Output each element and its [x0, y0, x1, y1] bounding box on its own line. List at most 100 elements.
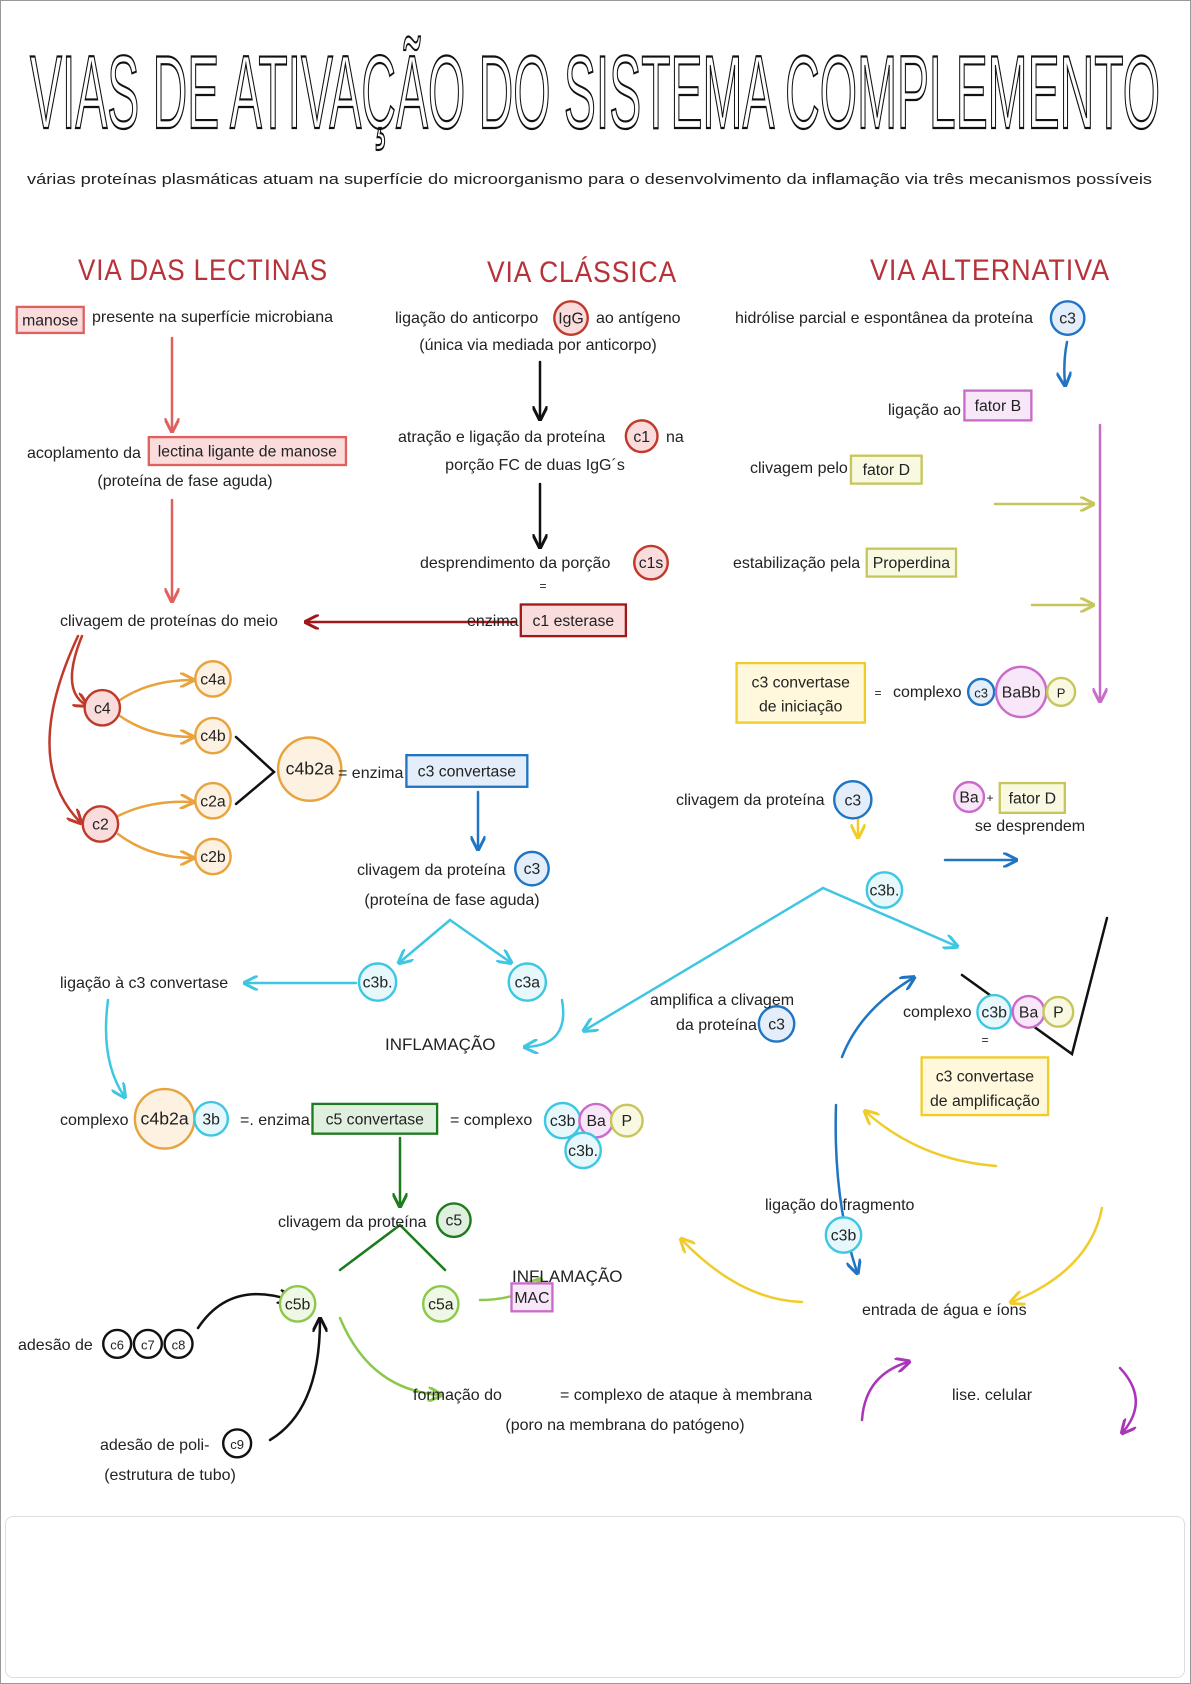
circle-fragmento-c3b: c3b: [824, 1216, 863, 1254]
circle-complex2-p: P: [1042, 995, 1075, 1028]
box-c3-convertase-amplificacao: c3 convertase de amplificação: [920, 1056, 1050, 1117]
text-inflamacao-2: INFLAMAÇÃO: [512, 1267, 623, 1286]
circle-c5: c5: [435, 1202, 472, 1239]
circle-iniciacao-c3-label: c3: [974, 686, 988, 701]
box-c3-convertase-amplificacao-line1: c3 convertase: [936, 1069, 1035, 1086]
box-c3-convertase-label: c3 convertase: [418, 764, 517, 781]
circle-c3-classica: c3: [514, 850, 550, 887]
circle-complex2-p-label: P: [1053, 1004, 1064, 1021]
text-manose-presente: presente na superfície microbiana: [92, 309, 333, 326]
circle-c3b-alt-label: c3b.: [870, 883, 900, 900]
text-amplifica-1: amplifica a clivagem: [650, 992, 794, 1009]
circle-c7-label: c7: [141, 1337, 155, 1352]
arrow-split-to-c3a: [585, 886, 825, 1030]
arrows-layer: [48, 336, 1137, 1442]
text-se-desprendem: se desprendem: [975, 818, 1085, 835]
text-complexo-amp: complexo: [903, 1004, 972, 1021]
circle-iniciacao-p-label: P: [1057, 686, 1066, 701]
header-via-alternativa: VIA ALTERNATIVA: [870, 254, 1110, 287]
box-c5-convertase-label: c5 convertase: [326, 1111, 425, 1128]
arrow-fragmento-to-complexo: [682, 1240, 804, 1304]
text-eq-amp: =: [981, 1033, 988, 1047]
arrow-c5b-to-mac: [338, 1316, 440, 1395]
circle-c9: c9: [221, 1428, 253, 1459]
circle-complex-c3b-2-label: c3b.: [568, 1143, 598, 1160]
circle-c2: c2: [81, 805, 120, 843]
arrow-c678-to-c5b: [196, 1294, 290, 1330]
text-poro: (poro na membrana do patógeno): [505, 1417, 744, 1434]
box-fator-d: fator D: [849, 454, 923, 485]
arrow-amplificacao-to-c3: [866, 1112, 998, 1168]
text-eq-iniciacao: =: [874, 686, 881, 700]
text-eq-complexo: = complexo: [450, 1112, 532, 1129]
circle-c4b2a-label: c4b2a: [286, 759, 334, 779]
text-amplifica-2: da proteína: [676, 1017, 757, 1034]
circle-group: IgGc1c1sc4c2c4ac4bc2ac2bc4b2ac3c3b.c3ac4…: [81, 300, 1086, 1459]
text-mac-definicao: = complexo de ataque à membrana: [560, 1387, 812, 1404]
text-fase-aguda-2: (proteína de fase aguda): [364, 892, 539, 909]
circle-c3b-alt: c3b.: [865, 871, 904, 909]
circle-c4b-label: c4b: [200, 728, 226, 745]
bottom-panel: [5, 1516, 1185, 1678]
circle-c1s: c1s: [633, 544, 669, 581]
text-porcao-fc: porção FC de duas IgG´s: [445, 457, 625, 474]
arrow-split-to-c3b: [821, 886, 956, 946]
box-manose: manose: [15, 305, 85, 335]
circle-complex-c3b: c3b: [543, 1101, 582, 1140]
circle-complex2-c3b-label: c3b: [981, 1004, 1007, 1021]
box-manose-label: manose: [22, 313, 78, 330]
text-plus: +: [986, 791, 993, 805]
circle-c4a-label: c4a: [200, 671, 226, 688]
circle-iniciacao-babb: BaBb: [994, 665, 1048, 719]
text-estrutura-tubo: (estrutura de tubo): [104, 1467, 236, 1484]
circle-complex-c3b-2: c3b.: [564, 1131, 602, 1170]
circle-c6: c6: [102, 1328, 133, 1360]
circle-c8-label: c8: [172, 1337, 186, 1352]
text-fase-aguda: (proteína de fase aguda): [97, 473, 272, 490]
circle-c6-label: c6: [110, 1337, 124, 1352]
circle-c5b: c5b: [278, 1284, 317, 1323]
text-enzima-esterase: enzima: [467, 613, 519, 630]
labels-layer: presente na superfície microbiana acoplam…: [18, 309, 1085, 1484]
arrow-c3-to-c3a: [448, 918, 510, 962]
circle-c4: c4: [83, 688, 122, 727]
arrow-amplificacao-to-fragmento: [1012, 1206, 1104, 1302]
box-fator-b: fator B: [963, 389, 1033, 422]
circle-c3a-label: c3a: [515, 975, 541, 992]
complement-pathways-diagram: VIAS DE ATIVAÇÃO DO SISTEMA COMPLEMENTO …: [15, 34, 1161, 1484]
box-c1-esterase-label: c1 esterase: [533, 613, 615, 630]
text-na: na: [666, 429, 684, 446]
text-clivagem-meio: clivagem de proteínas do meio: [60, 613, 278, 630]
text-ligacao-anticorpo: ligação do anticorpo: [395, 310, 538, 327]
circle-clivagem-c3-label: c3: [844, 792, 861, 809]
box-fator-d-label: fator D: [863, 462, 910, 479]
circle-c1-label: c1: [633, 429, 650, 446]
circle-c4b: c4b: [194, 716, 232, 755]
arrow-ligacao-to-complexo: [104, 998, 124, 1096]
box-lectina-ligante-label: lectina ligante de manose: [158, 444, 337, 461]
circle-complex2-c3b: c3b: [976, 993, 1013, 1030]
circle-c4a: c4a: [194, 660, 232, 698]
circle-c5b-label: c5b: [285, 1296, 311, 1313]
circle-c2a: c2a: [194, 781, 232, 820]
arrow-clivagem-to-c4: [70, 634, 86, 705]
circle-c3b-label: c3b.: [363, 975, 393, 992]
arrow-c4-to-c4a: [118, 680, 192, 702]
box-c3-convertase-amplificacao-line2: de amplificação: [930, 1093, 1040, 1110]
text-clivagem-pelo: clivagem pelo: [750, 460, 848, 477]
circle-c3a: c3a: [507, 962, 548, 1002]
circle-igg: IgG: [553, 300, 589, 337]
circles-layer: IgGc1c1sc4c2c4ac4bc2ac2bc4b2ac3c3b.c3ac4…: [81, 300, 1086, 1459]
circle-c5a-label: c5a: [428, 1296, 454, 1313]
circle-c3-classica-label: c3: [524, 861, 541, 878]
text-enzima-c5: =. enzima: [240, 1112, 310, 1129]
page-subtitle: várias proteínas plasmáticas atuam na su…: [27, 171, 1152, 188]
circle-fragmento-c3b-label: c3b: [831, 1228, 857, 1245]
text-hidrolise: hidrólise parcial e espontânea da proteí…: [735, 310, 1033, 327]
text-equals: =: [539, 579, 546, 593]
text-acoplamento: acoplamento da: [27, 445, 141, 462]
circle-c3-hidrolise: c3: [1049, 300, 1086, 337]
circle-complex-3b: 3b: [193, 1100, 230, 1137]
